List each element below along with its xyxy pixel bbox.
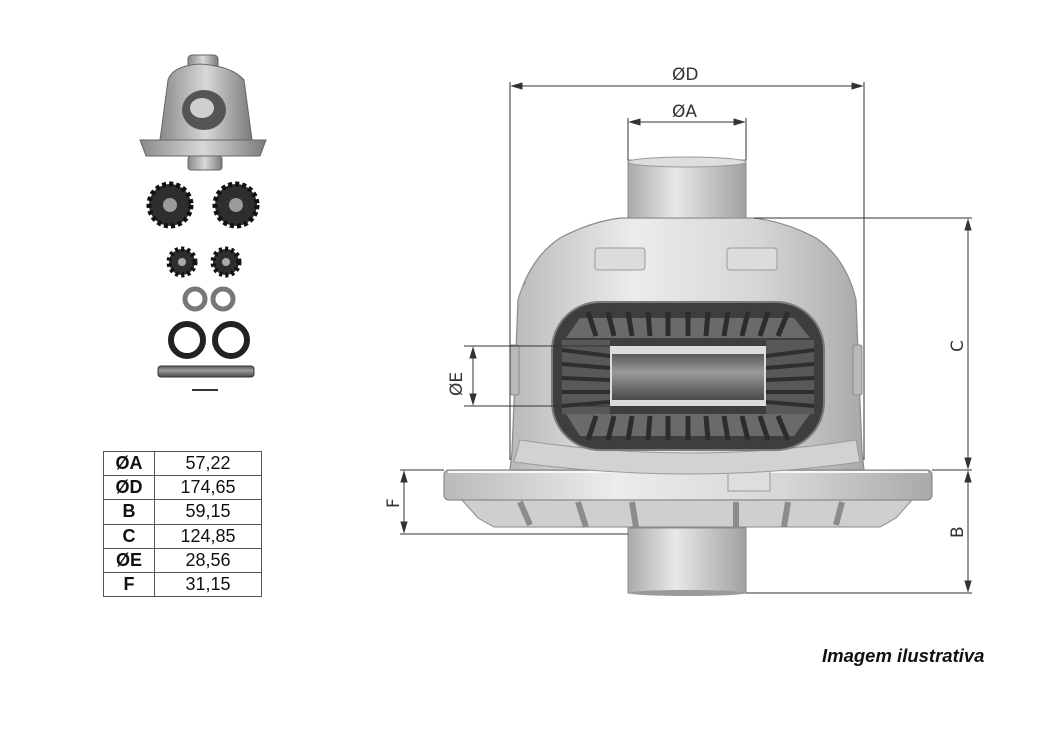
table-row: ØD 174,65 <box>103 475 262 501</box>
dimension-label-b: B <box>948 526 968 538</box>
table-row: B 59,15 <box>103 499 262 525</box>
dimension-value: 28,56 <box>154 547 262 573</box>
dimension-label-f: F <box>384 498 404 508</box>
case-thumbnail <box>139 54 267 171</box>
thrust-washers-thumbnail <box>168 321 250 359</box>
side-gear-left-thumbnail <box>146 181 194 229</box>
pinion-gear-left-thumbnail <box>166 246 198 278</box>
bottom-hub <box>627 527 747 596</box>
dimension-key: C <box>103 523 155 549</box>
upper-side-gear <box>566 311 810 338</box>
dimension-key: B <box>103 499 155 525</box>
dimension-value: 59,15 <box>154 499 262 525</box>
differential-case <box>443 156 933 596</box>
illustrative-image-caption: Imagem ilustrativa <box>822 645 985 666</box>
table-row: C 124,85 <box>103 523 262 549</box>
right-pinion-gear <box>765 340 815 414</box>
dimension-label-d: ØD <box>672 65 698 85</box>
lower-side-gear <box>566 414 810 441</box>
small-washers-thumbnail <box>182 286 236 312</box>
left-pinion-gear <box>561 340 611 414</box>
dimension-key: ØE <box>103 547 155 573</box>
flange-ribs <box>460 499 914 528</box>
dimension-label-c: C <box>948 340 968 352</box>
dimension-label-e: ØE <box>447 372 467 396</box>
dimension-value: 57,22 <box>154 450 262 477</box>
cross-pin <box>610 346 766 406</box>
dimension-key: F <box>103 571 155 598</box>
table-row: ØE 28,56 <box>103 547 262 573</box>
mounting-flange <box>443 469 933 501</box>
dimension-table: ØA 57,22 ØD 174,65 B 59,15 C 124,85 ØE 2… <box>103 450 262 598</box>
dimension-label-a: ØA <box>672 102 697 122</box>
dimension-value: 124,85 <box>154 523 262 549</box>
pinion-gear-right-thumbnail <box>210 246 242 278</box>
dimension-value: 31,15 <box>154 571 262 598</box>
dimension-key: ØA <box>103 450 155 477</box>
dimension-key: ØD <box>103 475 155 501</box>
cross-pin-thumbnail <box>157 365 255 391</box>
table-row: ØA 57,22 <box>103 450 262 477</box>
dimension-lines <box>400 82 972 594</box>
side-gear-right-thumbnail <box>212 181 260 229</box>
dimension-value: 174,65 <box>154 475 262 501</box>
table-row: F 31,15 <box>103 571 262 598</box>
case-window <box>551 301 825 451</box>
exploded-parts-thumbnail <box>139 54 267 391</box>
top-hub <box>627 156 747 219</box>
